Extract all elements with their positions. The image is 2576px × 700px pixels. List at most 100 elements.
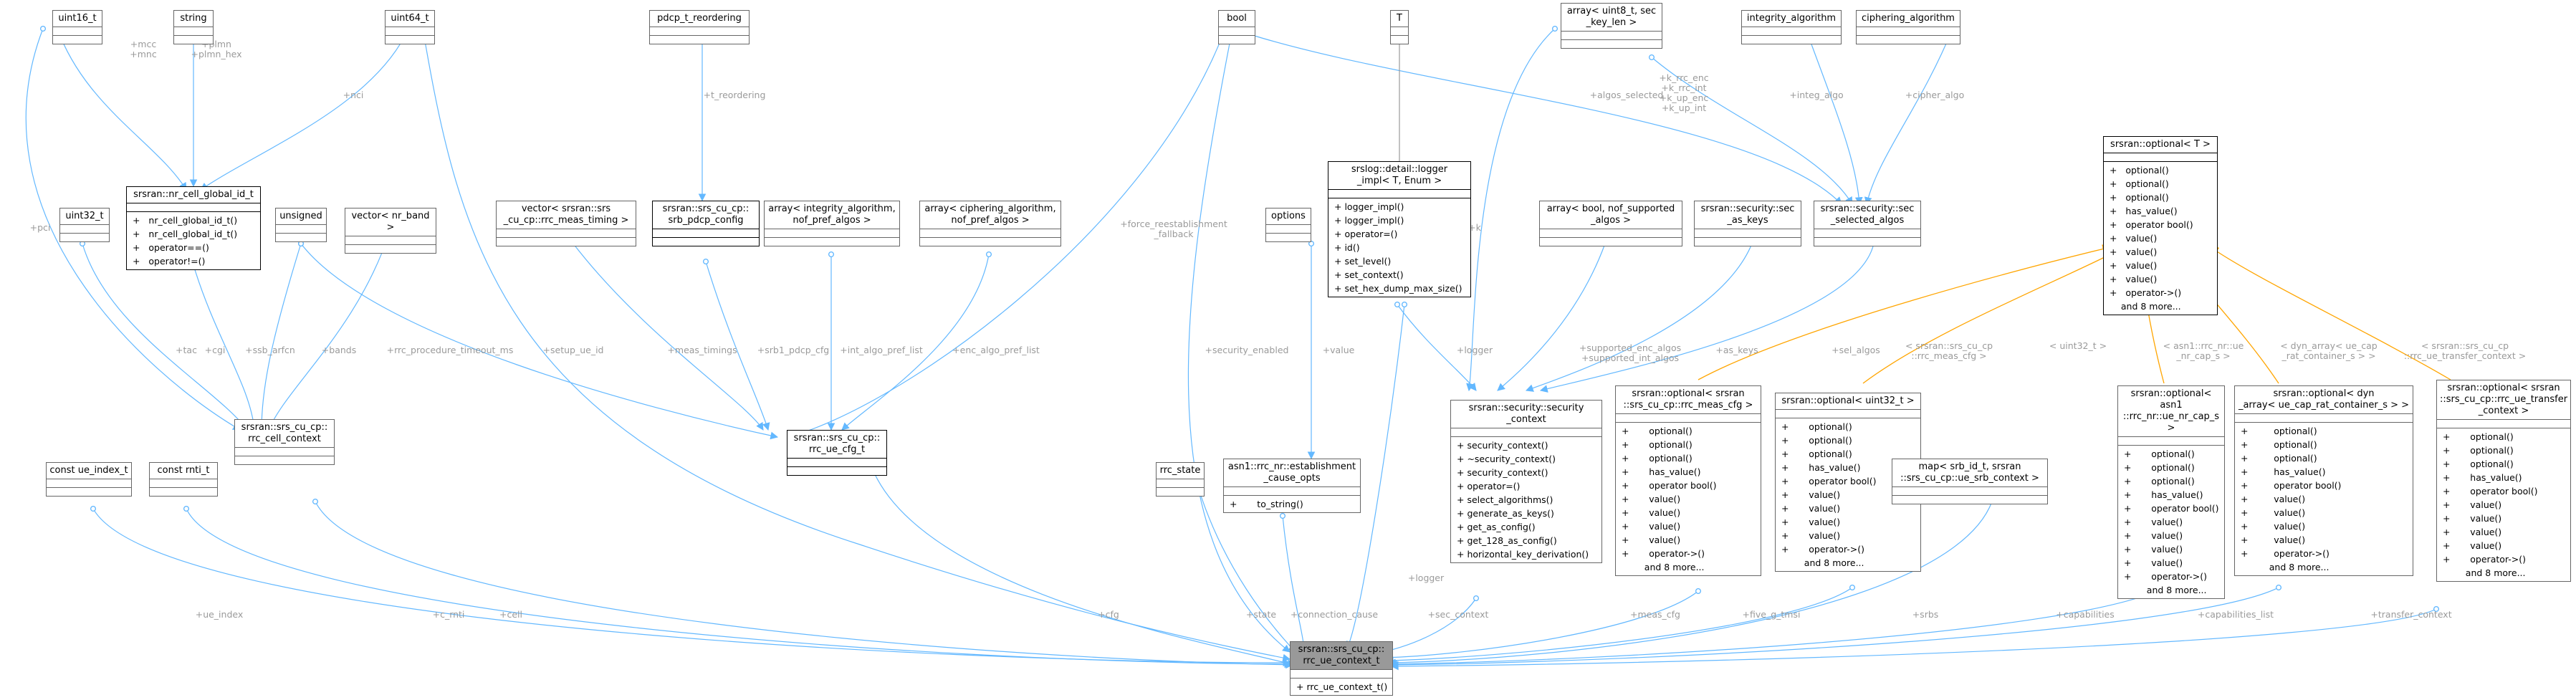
edge-label-as-keys: +as_keys [1715, 345, 1758, 355]
node-nr-cell-global-id[interactable]: srsran::nr_cell_global_id_t+ nr_cell_glo… [126, 186, 261, 270]
node-pdcp-t-reordering[interactable]: pdcp_t_reordering [649, 10, 750, 44]
node-title: uint32_t [65, 211, 104, 221]
node-opt-nr-cap[interactable]: srsran::optional< asn1 ::rrc_nr::ue_nr_c… [2117, 385, 2225, 599]
edge-label-tmpl-meas-cfg: < srsran::srs_cu_cp::rrc_meas_cfg > [1905, 340, 1993, 361]
edge-supported [1497, 240, 1609, 391]
node-logger-impl[interactable]: srslog::detail::logger _impl< T, Enum >+… [1328, 161, 1471, 297]
node-title: array< bool, nof_supported _algos > [1546, 203, 1675, 226]
node-map-srb-box[interactable]: map< srb_id_t, srsran ::srs_cu_cp::ue_sr… [1892, 459, 2048, 504]
member-list: + optional()+ optional()+ optional()+ ha… [2235, 422, 2413, 575]
edge-label-logger-top: +logger [1457, 345, 1493, 355]
node-srb-pdcp-config[interactable]: srsran::srs_cu_cp:: srb_pdcp_config [652, 201, 760, 246]
edge-cipher-algo [1864, 25, 1956, 206]
edge-label-tmpl-uint32: < uint32_t > [2049, 340, 2107, 351]
edge-setup-ue-id [419, 25, 1291, 662]
node-rrc-state[interactable]: rrc_state [1156, 462, 1205, 497]
node-options[interactable]: options [1265, 208, 1311, 242]
member-list: + rrc_ue_context_t() [1291, 678, 1392, 695]
node-array-bool[interactable]: array< bool, nof_supported _algos > [1539, 201, 1682, 246]
node-title: uint16_t [58, 13, 97, 24]
node-const-ue-index[interactable]: const ue_index_t [46, 462, 132, 497]
edge-bands [267, 226, 394, 431]
edge-label-cell: +cell [499, 609, 522, 620]
edge-label-cipher-algo: +cipher_algo [1905, 90, 1964, 100]
member-list: + optional()+ optional()+ optional()+ ha… [2104, 161, 2217, 315]
node-security-context[interactable]: srsran::security::security _context+ sec… [1450, 400, 1602, 563]
edge-sel-algos [1539, 240, 1877, 393]
member-list: + security_context()+ ~security_context(… [1451, 436, 1601, 562]
node-uint32-t[interactable]: uint32_t [59, 208, 110, 242]
node-uint64-t[interactable]: uint64_t [385, 10, 435, 44]
node-title: srsran::security::security _context [1468, 403, 1584, 425]
node-string[interactable]: string [173, 10, 214, 44]
edge-label-c-rnti: +c_rnti [433, 609, 465, 620]
edge-ue-index [90, 505, 1291, 667]
edge-label-rrc-proc-timeout: +rrc_procedure_timeout_ms [387, 345, 514, 355]
edge-logger-bottom [1346, 301, 1408, 649]
node-title: srsran::optional< dyn _array< ue_cap_rat… [2238, 388, 2410, 411]
node-title: unsigned [279, 211, 322, 221]
edge-label-setup-ue-id: +setup_ue_id [543, 345, 604, 355]
node-rrc-cell-context[interactable]: srsran::srs_cu_cp:: rrc_cell_context [234, 419, 335, 465]
node-title: array< uint8_t, sec _key_len > [1566, 6, 1657, 28]
node-rrc-ue-context[interactable]: srsran::srs_cu_cp:: rrc_ue_context_t+ rr… [1290, 641, 1393, 696]
edge-transfer-context [1390, 605, 2440, 671]
edge-label-srb1-pdcp-cfg: +srb1_pdcp_cfg [757, 345, 829, 355]
node-title: srsran::optional< srsran ::srs_cu_cp::rr… [2439, 383, 2568, 416]
node-opt-dyn-array[interactable]: srsran::optional< dyn _array< ue_cap_rat… [2234, 385, 2413, 576]
node-title: array< ciphering_algorithm, nof_pref_alg… [924, 203, 1056, 226]
node-opt-transfer[interactable]: srsran::optional< srsran ::srs_cu_cp::rr… [2436, 380, 2571, 582]
node-title: srsran::security::sec _selected_algos [1820, 203, 1915, 226]
edge-tac [79, 240, 248, 431]
node-array-uint8[interactable]: array< uint8_t, sec _key_len > [1561, 3, 1662, 49]
node-uint16-t[interactable]: uint16_t [52, 10, 102, 44]
node-array-integrity[interactable]: array< integrity_algorithm, nof_pref_alg… [764, 201, 900, 246]
edge-label-integ-algo: +integ_algo [1789, 90, 1843, 100]
edge-label-connection-cause: +connection_cause [1291, 609, 1379, 620]
edge-label-force-reest: +force_reestablishment_fallback [1120, 219, 1227, 239]
node-t[interactable]: T [1390, 10, 1409, 44]
node-opt-meas-cfg[interactable]: srsran::optional< srsran ::srs_cu_cp::rr… [1615, 385, 1761, 576]
node-title: srsran::nr_cell_global_id_t [133, 189, 254, 200]
node-sec-as-keys[interactable]: srsran::security::sec _as_keys [1694, 201, 1801, 246]
node-integrity-algorithm[interactable]: integrity_algorithm [1741, 10, 1842, 44]
node-vector-meas-timing[interactable]: vector< srsran::srs _cu_cp::rrc_meas_tim… [496, 201, 636, 246]
node-title: const ue_index_t [49, 465, 128, 476]
member-list: + optional()+ optional()+ optional()+ ha… [2118, 445, 2224, 598]
node-unsigned[interactable]: unsigned [275, 208, 327, 242]
edge-label-ue-index: +ue_index [196, 609, 244, 620]
node-optional-t[interactable]: srsran::optional< T >+ optional()+ optio… [2103, 136, 2218, 315]
edge-c-rnti [183, 505, 1293, 668]
node-title: pdcp_t_reordering [657, 13, 742, 24]
node-establishment-cause[interactable]: asn1::rrc_nr::establishment _cause_opts+… [1223, 459, 1361, 513]
edge-label-supported-algos: +supported_enc_algos+supported_int_algos [1579, 342, 1681, 363]
edge-label-k: +k [1468, 222, 1481, 233]
node-vector-nr-band[interactable]: vector< nr_band > [345, 208, 436, 254]
edge-cell [312, 498, 1294, 669]
edge-label-cfg: +cfg [1098, 609, 1119, 620]
edge-rrc-proc-timeout [297, 240, 779, 440]
edge-connection-cause [1279, 512, 1308, 650]
node-sec-selected-algos[interactable]: srsran::security::sec _selected_algos [1814, 201, 1921, 246]
edge-algos-selected [1229, 25, 1842, 205]
node-title: srsran::optional< asn1 ::rrc_nr::ue_nr_c… [2122, 388, 2220, 433]
node-title: map< srb_id_t, srsran ::srs_cu_cp::ue_sr… [1900, 461, 2039, 484]
node-rrc-ue-cfg[interactable]: srsran::srs_cu_cp:: rrc_ue_cfg_t [787, 430, 887, 476]
node-array-ciphering[interactable]: array< ciphering_algorithm, nof_pref_alg… [919, 201, 1061, 246]
node-opt-uint32[interactable]: srsran::optional< uint32_t >+ optional()… [1775, 393, 1921, 572]
edge-label-srbs: +srbs [1912, 609, 1939, 620]
node-title: srsran::optional< srsran ::srs_cu_cp::rr… [1623, 388, 1753, 411]
edge-label-capabilities-list: +capabilities_list [2198, 609, 2274, 620]
node-title: asn1::rrc_nr::establishment _cause_opts [1227, 461, 1356, 484]
node-const-rnti[interactable]: const rnti_t [149, 462, 218, 497]
node-title: srsran::srs_cu_cp:: rrc_ue_context_t [1298, 644, 1385, 666]
edge-label-int-algo-pref-list: +int_algo_pref_list [840, 345, 923, 355]
node-title: srsran::optional< uint32_t > [1781, 395, 1915, 406]
member-list: + optional()+ optional()+ optional()+ ha… [1616, 422, 1761, 575]
node-bool[interactable]: bool [1218, 10, 1255, 44]
edge-capabilities [1389, 584, 2168, 668]
node-title: srslog::detail::logger _impl< T, Enum > [1351, 164, 1448, 186]
node-ciphering-algorithm[interactable]: ciphering_algorithm [1856, 10, 1960, 44]
node-title: ciphering_algorithm [1862, 13, 1955, 24]
